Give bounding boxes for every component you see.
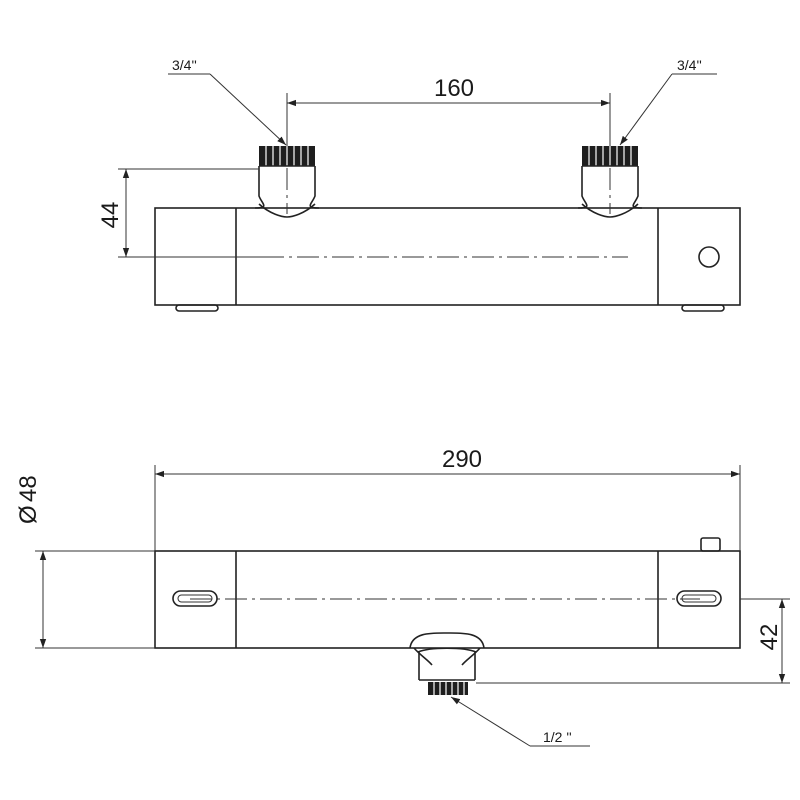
inlet-left-thread-label: 3/4'' bbox=[172, 57, 197, 73]
outlet-thread-label: 1/2 '' bbox=[543, 729, 572, 745]
leader-inlet-left: 3/4'' bbox=[168, 57, 287, 146]
dimension-outlet-depth: 42 bbox=[476, 598, 790, 684]
dimension-diameter: Ø 48 bbox=[15, 475, 155, 649]
grip-right bbox=[676, 590, 722, 607]
dimension-height: 44 bbox=[97, 168, 262, 258]
control-button bbox=[700, 537, 721, 552]
outlet-depth-dim-label: 42 bbox=[756, 624, 783, 651]
grip-left bbox=[172, 590, 218, 607]
dimension-length: 290 bbox=[154, 446, 741, 551]
control-knob-hole bbox=[698, 246, 720, 268]
inlet-right-thread-label: 3/4'' bbox=[677, 57, 702, 73]
leader-inlet-right: 3/4'' bbox=[619, 57, 717, 146]
top-view: 160 3/4'' 3/4'' 44 bbox=[97, 57, 741, 312]
top-view-foot-right bbox=[681, 304, 725, 312]
top-view-foot-left bbox=[175, 304, 219, 312]
height-dim-label: 44 bbox=[97, 202, 124, 229]
leader-outlet: 1/2 '' bbox=[450, 696, 590, 747]
outlet bbox=[409, 632, 485, 695]
inlet-right bbox=[577, 146, 643, 218]
dimension-inlet-spacing: 160 bbox=[286, 75, 611, 146]
inlet-spacing-label: 160 bbox=[434, 75, 474, 102]
length-dim-label: 290 bbox=[442, 446, 482, 473]
diameter-symbol: Ø bbox=[15, 505, 42, 524]
inlet-left bbox=[254, 146, 320, 218]
diameter-dim-label: 48 bbox=[15, 475, 42, 502]
front-view: 290 Ø 48 42 1/2 '' bbox=[15, 446, 790, 747]
